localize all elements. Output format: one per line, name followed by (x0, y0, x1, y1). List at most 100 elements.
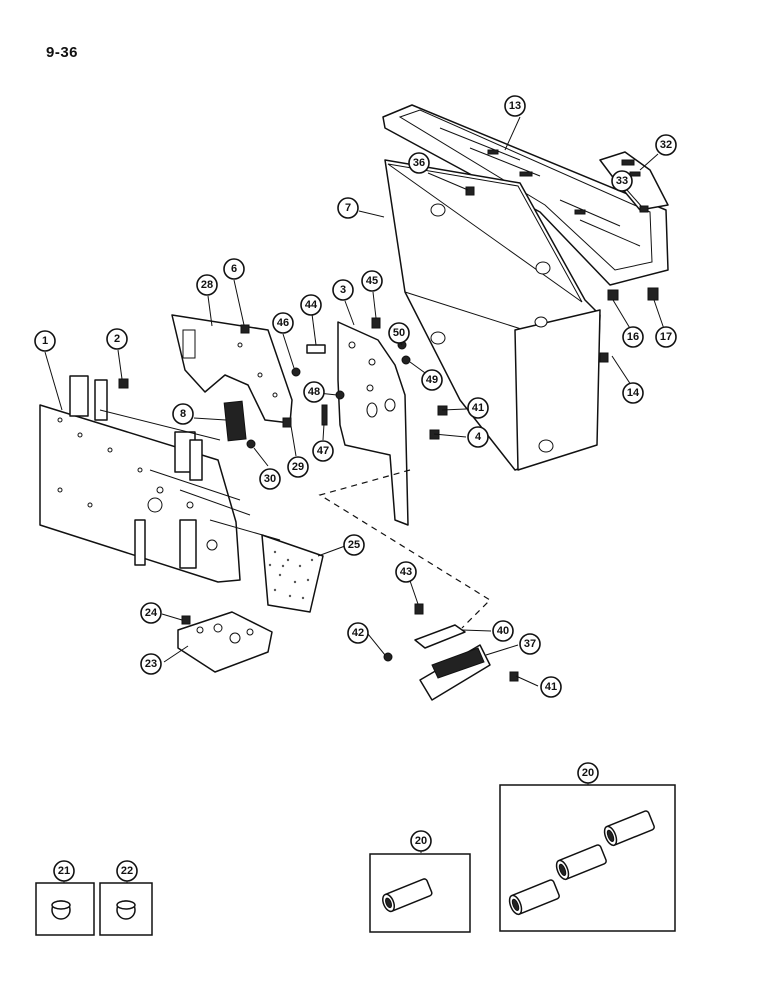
callout-49: 49 (421, 369, 443, 391)
callout-8-label: 8 (180, 408, 186, 420)
callout-16-label: 16 (627, 331, 639, 343)
callout-32: 32 (655, 134, 677, 156)
callout-3: 3 (332, 279, 354, 301)
callout-17-label: 17 (660, 331, 672, 343)
part-44-clip (306, 344, 326, 354)
callout-41-lower-label: 41 (545, 681, 557, 693)
part-37-housing (419, 644, 491, 701)
part-47-stud (321, 404, 328, 426)
part-16-clip (607, 289, 619, 301)
inset-part-22 (99, 880, 153, 936)
part-7-side-panel (384, 159, 601, 471)
part-43-clip (414, 603, 424, 615)
callout-44-label: 44 (305, 299, 318, 311)
callout-48-label: 48 (308, 386, 320, 398)
callout-36: 36 (408, 152, 430, 174)
callout-14: 14 (622, 382, 644, 404)
part-6-nut (240, 324, 250, 334)
callout-4-label: 4 (475, 431, 482, 443)
callout-24: 24 (140, 602, 162, 624)
callout-40-label: 40 (497, 625, 509, 637)
leader-lines (44, 116, 665, 687)
callout-7-label: 7 (345, 202, 351, 214)
callout-14-label: 14 (627, 387, 640, 399)
callout-2: 2 (106, 328, 128, 350)
callout-47-label: 47 (317, 445, 329, 457)
part-23-mounting-plate (177, 611, 273, 673)
callout-41-upper-label: 41 (472, 402, 484, 414)
part-45-bolt (371, 317, 381, 329)
callout-48: 48 (303, 381, 325, 403)
part-2-bolt (118, 378, 129, 389)
callout-25-label: 25 (348, 539, 360, 551)
callout-41-upper: 41 (467, 397, 489, 419)
part-41a-bolt (437, 405, 448, 416)
callout-1: 1 (34, 330, 56, 352)
callout-20-single-label: 20 (415, 835, 427, 847)
callout-50: 50 (388, 322, 410, 344)
callout-3-label: 3 (340, 284, 346, 296)
part-3-bracket-plate (337, 321, 409, 526)
routing-dashed-line (318, 469, 491, 629)
part-36-bolt (465, 186, 475, 196)
callout-22: 22 (116, 860, 138, 882)
callout-25: 25 (343, 534, 365, 556)
callout-6-label: 6 (231, 263, 237, 275)
callout-41-lower: 41 (540, 676, 562, 698)
callout-22-label: 22 (121, 865, 133, 877)
part-49-nut (401, 355, 411, 365)
part-28-plate (171, 314, 293, 424)
callout-42: 42 (347, 622, 369, 644)
callout-2-label: 2 (114, 333, 120, 345)
part-42-nut (383, 652, 393, 662)
inset-part-21 (35, 880, 95, 936)
part-48-nut (335, 390, 345, 400)
callout-40: 40 (492, 620, 514, 642)
page-number: 9-36 (46, 44, 79, 61)
callout-47: 47 (312, 440, 334, 462)
callout-33: 33 (611, 170, 633, 192)
inset-part-20-single (369, 850, 471, 933)
part-25-screen (261, 534, 324, 613)
part-29-bolt (282, 417, 292, 428)
part-46-nut (291, 367, 301, 377)
part-1-main-frame (39, 375, 281, 583)
callout-43: 43 (395, 561, 417, 583)
part-24-bolt (181, 615, 191, 625)
callout-23-label: 23 (145, 658, 157, 670)
part-8-pad (223, 400, 247, 442)
callout-20-set: 20 (577, 762, 599, 784)
callout-37: 37 (519, 633, 541, 655)
callout-13-label: 13 (509, 100, 521, 112)
callout-7: 7 (337, 197, 359, 219)
callout-21-label: 21 (58, 865, 70, 877)
part-33-clip (639, 205, 649, 213)
callout-30-label: 30 (264, 473, 276, 485)
callout-17: 17 (655, 326, 677, 348)
callout-46-label: 46 (277, 317, 289, 329)
callout-50-label: 50 (393, 327, 405, 339)
part-14-bolt (599, 352, 609, 363)
callout-30: 30 (259, 468, 281, 490)
callout-28: 28 (196, 274, 218, 296)
inset-part-20-set (499, 782, 676, 932)
callout-6: 6 (223, 258, 245, 280)
callout-37-label: 37 (524, 638, 536, 650)
callout-13: 13 (504, 95, 526, 117)
callout-49-label: 49 (426, 374, 438, 386)
callout-43-label: 43 (400, 566, 412, 578)
callout-28-label: 28 (201, 279, 213, 291)
part-30-nut (246, 439, 256, 449)
callout-45: 45 (361, 270, 383, 292)
callout-42-label: 42 (352, 627, 364, 639)
callout-4: 4 (467, 426, 489, 448)
callout-44: 44 (300, 294, 322, 316)
callout-23: 23 (140, 653, 162, 675)
callout-21: 21 (53, 860, 75, 882)
callout-32-label: 32 (660, 139, 672, 151)
callout-1-label: 1 (42, 335, 48, 347)
callout-20-single: 20 (410, 830, 432, 852)
part-40-bracket (414, 624, 466, 649)
callout-45-label: 45 (366, 275, 378, 287)
